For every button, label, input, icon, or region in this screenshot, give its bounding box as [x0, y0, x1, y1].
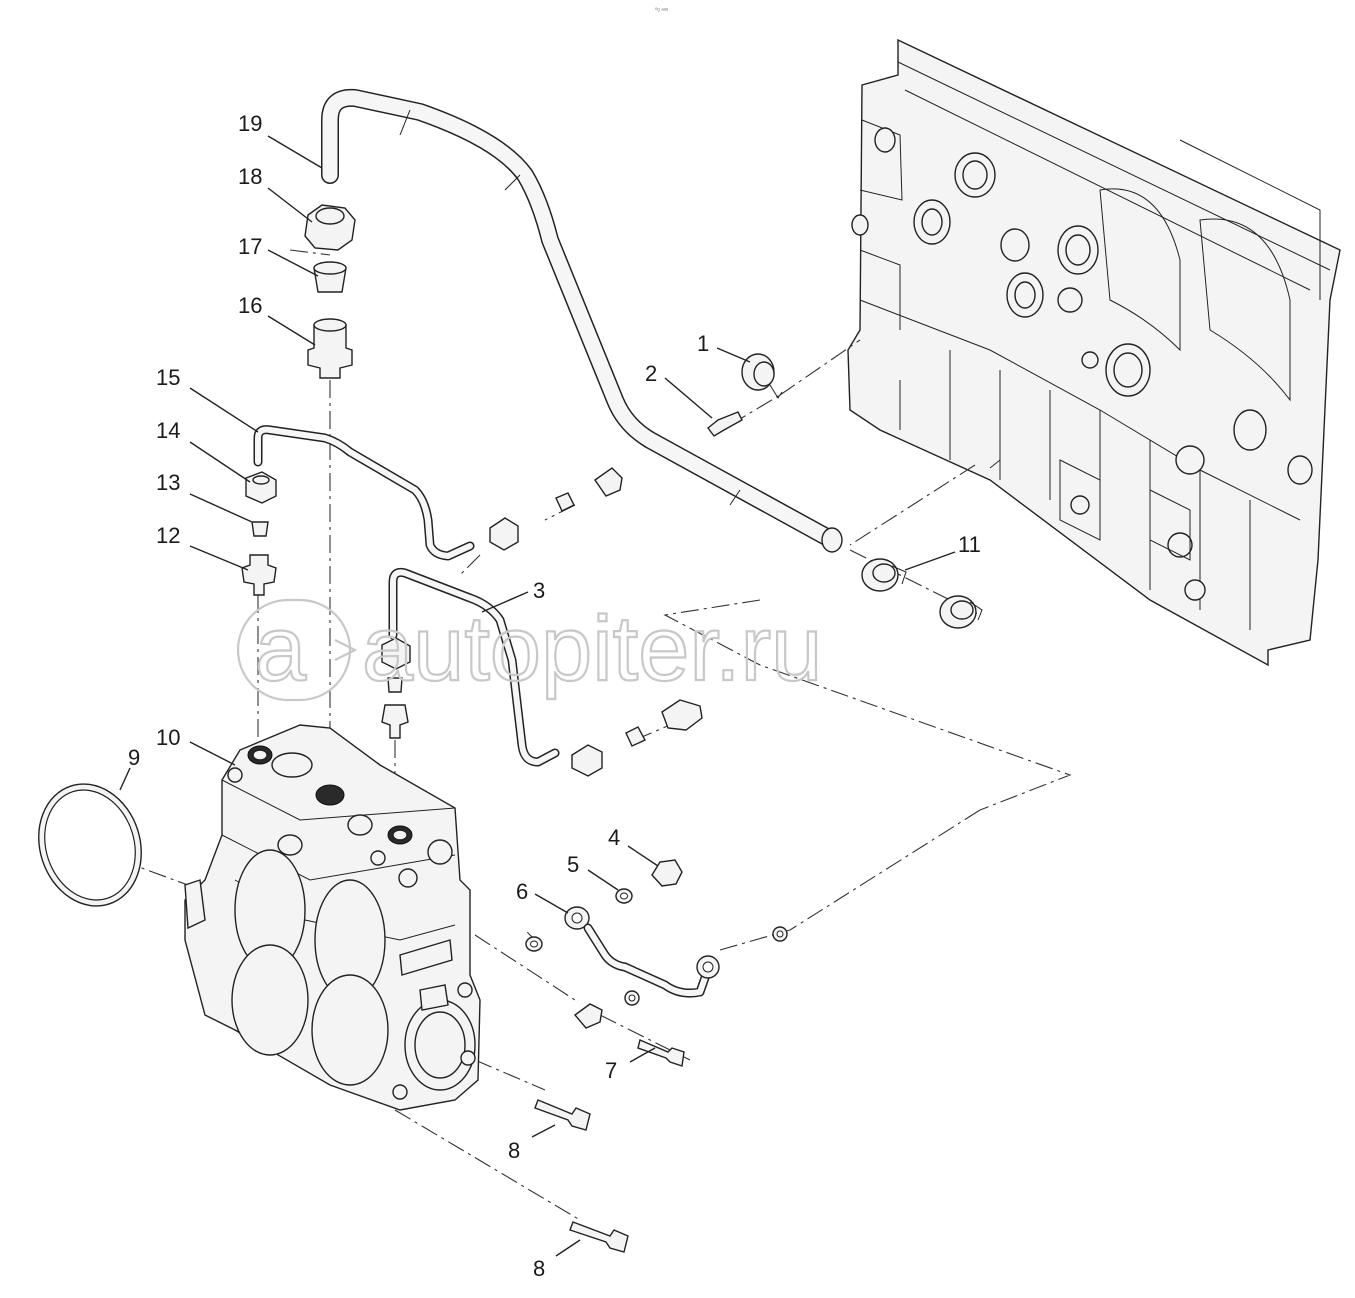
bolt-8-lower — [569, 1221, 629, 1253]
callout-7: 7 — [605, 1058, 617, 1083]
callout-13: 13 — [156, 470, 180, 495]
callout-18: 18 — [238, 164, 262, 189]
pipe-15-end-fittings — [489, 467, 623, 551]
callout-17: 17 — [238, 234, 262, 259]
callout-19: 19 — [238, 111, 262, 136]
callout-8-upper: 8 — [508, 1138, 520, 1163]
callout-16: 16 — [238, 293, 262, 318]
callout-9: 9 — [128, 745, 140, 770]
hose-clamps-11 — [861, 558, 983, 629]
nut-14 — [245, 471, 277, 504]
washer-5 — [615, 888, 633, 904]
callout-11: 11 — [958, 532, 981, 557]
watermark: a autopiter.ru — [236, 597, 823, 702]
watermark-text: autopiter.ru — [362, 598, 822, 700]
oil-pipe-6 — [525, 906, 788, 1029]
watermark-logo-glyph: a — [255, 598, 307, 700]
callout-labels: 1 2 3 4 5 6 7 8 8 9 10 11 12 13 14 15 16… — [128, 111, 981, 1281]
callout-2: 2 — [645, 361, 657, 386]
bolt-7 — [637, 1039, 685, 1067]
pipe-3-fittings-left — [381, 637, 411, 739]
callout-12: 12 — [156, 523, 180, 548]
callout-10: 10 — [156, 725, 180, 750]
ferrule-17 — [313, 261, 347, 293]
clamp-1 — [741, 353, 783, 399]
pipe-3-fittings-right — [571, 699, 703, 777]
corner-mark: ⁰ᵍ ᵃᵃᵃ — [655, 7, 669, 14]
bolt-2 — [707, 411, 743, 437]
callout-8-lower: 8 — [533, 1256, 545, 1281]
callout-14: 14 — [156, 418, 180, 443]
callout-6: 6 — [516, 879, 528, 904]
nut-18 — [304, 204, 356, 251]
callout-1: 1 — [697, 331, 709, 356]
adapter-12 — [241, 554, 277, 596]
callout-5: 5 — [567, 852, 579, 877]
pipe-15 — [253, 425, 475, 561]
callout-3: 3 — [533, 578, 545, 603]
large-hose-19 — [321, 88, 843, 553]
leader-lines — [119, 135, 956, 1257]
bolt-8-upper — [534, 1099, 591, 1131]
engine-block — [847, 38, 1341, 667]
adapter-16 — [307, 318, 353, 379]
air-compressor-10 — [184, 724, 481, 1111]
o-ring-9 — [38, 783, 142, 907]
ferrule-13 — [251, 521, 269, 537]
callout-4: 4 — [608, 825, 620, 850]
plug-4 — [651, 859, 683, 887]
callout-15: 15 — [156, 365, 180, 390]
